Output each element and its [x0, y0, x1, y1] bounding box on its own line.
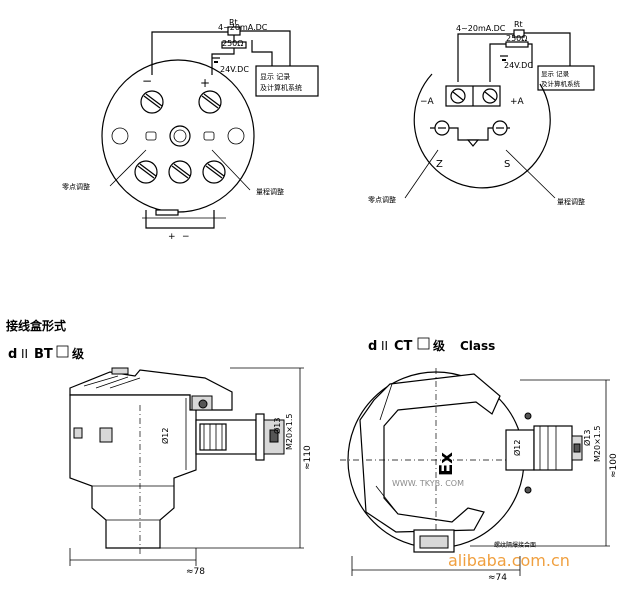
right-title-ct: CT	[394, 339, 413, 354]
resistor-label-right: 250Ω	[506, 34, 527, 43]
left-dim-phi12: Ø12	[160, 428, 170, 444]
left-housing-drawing: Ø12 Ø13 M20×1.5 ≈110 ≈78	[69, 367, 313, 577]
left-housing-title: d II BT 级	[8, 345, 84, 362]
left-title-grade: 级	[72, 346, 84, 361]
left-body-lug-1	[73, 427, 83, 439]
left-body-lug-2	[99, 427, 113, 443]
right-dim-phi13: Ø13	[582, 430, 592, 446]
rt-label-left: Rt	[229, 18, 238, 27]
left-title-bt: BT	[34, 347, 53, 362]
plus-a-label-right: +A	[510, 97, 525, 107]
display-box-left	[255, 65, 319, 97]
bottom-minus-left: −	[182, 232, 190, 242]
right-title-d: d	[368, 339, 377, 354]
rt-label-right: Rt	[514, 20, 523, 29]
current-label-left: 4~20mA.DC	[218, 23, 268, 32]
bottom-plus-left: +	[168, 232, 176, 242]
s-label-right: S	[504, 159, 510, 170]
left-title-box	[56, 345, 69, 358]
ex-mark: Ex	[436, 452, 457, 476]
zero-adjust-right: 零点调整	[368, 195, 396, 204]
right-dim-height: ≈100	[609, 453, 619, 478]
resistor-label-left: 250Ω	[222, 39, 243, 48]
left-dim-width: ≈78	[186, 567, 205, 577]
mount-hole-left-2	[227, 127, 245, 145]
top-right-wiring: 4~20mA.DC Rt 250Ω 24V.DC 显示 记录 及计算机系统 −A…	[368, 20, 595, 206]
z-label-right: Z	[436, 159, 443, 170]
terminal-bottom-left-1	[134, 160, 158, 184]
plus-label-left: +	[200, 76, 210, 90]
right-title-box	[417, 337, 430, 350]
display-box-text-right-2: 及计算机系统	[541, 79, 581, 88]
round-head-left	[101, 59, 255, 213]
span-adjust-left: 量程调整	[256, 187, 284, 196]
bottom-resistor-left	[155, 209, 179, 216]
section-title: 接线盒形式	[6, 318, 66, 333]
right-dim-phi12: Ø12	[512, 440, 522, 456]
terminal-plus-left	[198, 90, 222, 114]
right-dim-thread: M20×1.5	[593, 425, 602, 462]
mount-hole-left-1	[111, 127, 129, 145]
left-title-d: d	[8, 347, 17, 362]
right-bottom-note: 螺纹隔爆接合面	[494, 541, 536, 549]
left-title-roman: II	[21, 347, 28, 361]
center-boss-left	[169, 125, 191, 147]
supply-label-left: 24V.DC	[220, 65, 249, 74]
terminal-minus-left	[140, 90, 164, 114]
left-dim-thread: M20×1.5	[285, 413, 294, 450]
current-label-right: 4~20mA.DC	[456, 24, 506, 33]
round-head-right	[413, 73, 551, 189]
tkyb-watermark: WWW. TKYB. COM	[392, 479, 464, 488]
right-housing-drawing: Ex WWW. TKYB. COM Ø12 Ø13 M20×1.5 ≈100 螺…	[340, 368, 619, 583]
right-title-grade: 级	[433, 338, 445, 353]
zero-pot-left	[145, 131, 157, 141]
right-housing-bracket	[359, 373, 501, 533]
display-box-text-left-2: 及计算机系统	[260, 83, 302, 92]
terminal-bottom-left-2	[168, 160, 192, 184]
display-box-text-right-1: 显示 记录	[541, 70, 570, 78]
right-housing-title: d II CT 级 Class	[368, 337, 495, 354]
minus-label-left: −	[142, 74, 152, 88]
left-dim-phi13: Ø13	[272, 418, 282, 434]
right-title-class: Class	[460, 339, 495, 353]
left-dim-height: ≈110	[303, 445, 313, 470]
alibaba-watermark: alibaba.com.cn	[448, 551, 570, 570]
display-box-text-left-1: 显示 记录	[260, 73, 290, 81]
top-left-wiring: 4~20mA.DC Rt 250Ω 24V.DC 显示 记录 及计算机系统	[62, 18, 319, 242]
span-adjust-right: 量程调整	[557, 197, 585, 206]
supply-label-right: 24V.DC	[504, 61, 533, 70]
right-title-roman: II	[381, 339, 388, 353]
right-dim-width: ≈74	[488, 573, 507, 583]
zero-adjust-left: 零点调整	[62, 182, 90, 191]
display-box-right	[537, 65, 595, 91]
terminal-bottom-left-3	[202, 160, 226, 184]
minus-a-label-right: −A	[420, 97, 435, 107]
span-pot-left	[203, 131, 215, 141]
